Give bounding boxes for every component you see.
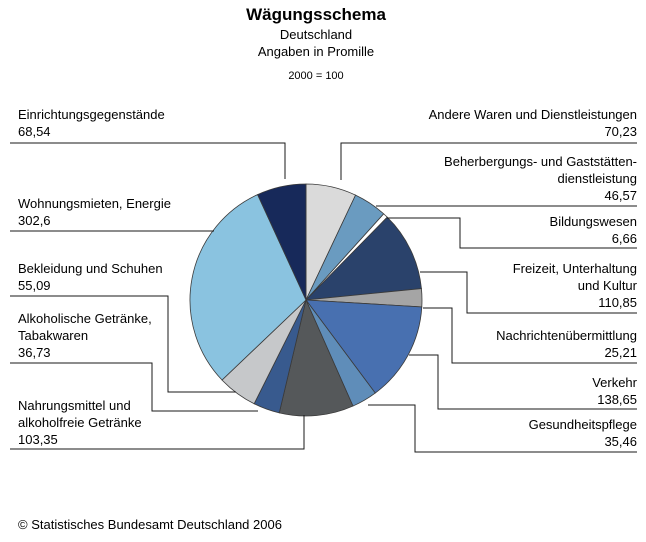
- slice-value: 110,85: [598, 295, 637, 310]
- leader-line-einrichtungsgegenstaende: [10, 142, 286, 179]
- slice-label-verkehr: Verkehr 138,65: [337, 374, 637, 408]
- slice-label-text: Nahrungsmittel und alkoholfreie Getränke: [18, 398, 142, 430]
- leader-line-bekleidung-schuhe: [10, 295, 236, 393]
- slice-label-bildungswesen: Bildungswesen 6,66: [337, 213, 637, 247]
- slice-value: 25,21: [604, 345, 637, 360]
- slice-label-nachrichtenuebermittlung: Nachrichtenübermittlung 25,21: [337, 327, 637, 361]
- slice-value: 36,73: [18, 345, 51, 360]
- slice-value: 46,57: [604, 188, 637, 203]
- slice-label-gesundheitspflege: Gesundheitspflege 35,46: [337, 416, 637, 450]
- slice-label-andere-waren: Andere Waren und Dienstleistungen 70,23: [337, 106, 637, 140]
- leader-line-alkohol-tabak: [10, 362, 258, 412]
- leader-line-andere-waren: [340, 142, 637, 180]
- slice-label-freizeit-kultur: Freizeit, Unterhaltung und Kultur 110,85: [337, 260, 637, 311]
- slice-label-text: Gesundheitspflege: [528, 417, 637, 432]
- slice-label-alkohol-tabak: Alkoholische Getränke, Tabakwaren 36,73: [18, 310, 238, 361]
- slice-label-text: Bildungswesen: [549, 214, 637, 229]
- leader-line-freizeit-kultur: [420, 271, 637, 314]
- slice-label-einrichtungsgegenstaende: Einrichtungsgegenstände 68,54: [18, 106, 238, 140]
- slice-label-text: Alkoholische Getränke, Tabakwaren: [18, 311, 152, 343]
- slice-label-beherbergung-gaststaetten: Beherbergungs- und Gaststätten- dienstle…: [337, 153, 637, 204]
- chart-title: Wägungsschema: [246, 5, 386, 24]
- slice-value: 68,54: [18, 124, 51, 139]
- leader-line-gesundheitspflege: [368, 404, 637, 453]
- slice-value: 70,23: [604, 124, 637, 139]
- pie-slice-freizeit-kultur: [304, 216, 422, 301]
- pie-slice-nahrungsmittel: [278, 298, 354, 417]
- leader-line-nachrichtenuebermittlung: [423, 307, 637, 364]
- slice-label-text: Verkehr: [592, 375, 637, 390]
- slice-value: 35,46: [604, 434, 637, 449]
- pie-slice-wohnung-energie: [189, 194, 307, 381]
- slice-value: 138,65: [597, 392, 637, 407]
- slice-label-nahrungsmittel: Nahrungsmittel und alkoholfreie Getränke…: [18, 397, 238, 448]
- slice-label-text: Beherbergungs- und Gaststätten- dienstle…: [444, 154, 637, 186]
- slice-value: 55,09: [18, 278, 51, 293]
- leader-line-bildungswesen: [387, 217, 637, 249]
- slice-label-text: Andere Waren und Dienstleistungen: [428, 107, 637, 122]
- leader-line-nahrungsmittel: [10, 415, 305, 450]
- slice-label-text: Einrichtungsgegenstände: [18, 107, 165, 122]
- pie-slice-verkehr: [305, 299, 423, 394]
- chart-subtitle-unit: Angaben in Promille: [257, 44, 375, 59]
- slice-label-text: Freizeit, Unterhaltung und Kultur: [512, 261, 637, 293]
- chart-subtitle-country: Deutschland: [279, 27, 353, 42]
- slice-label-bekleidung-schuhe: Bekleidung und Schuhen 55,09: [18, 260, 238, 294]
- leader-line-verkehr: [409, 354, 637, 410]
- chart-subtitle-base: 2000 = 100: [288, 70, 344, 82]
- slice-label-text: Nachrichtenübermittlung: [496, 328, 637, 343]
- slice-label-text: Wohnungsmieten, Energie: [18, 196, 171, 211]
- slice-label-text: Bekleidung und Schuhen: [18, 261, 163, 276]
- slice-value: 302,6: [18, 213, 51, 228]
- chart-header: Wägungsschema Deutschland Angaben in Pro…: [0, 4, 632, 84]
- slice-label-wohnung-energie: Wohnungsmieten, Energie 302,6: [18, 195, 238, 229]
- slice-value: 6,66: [611, 231, 637, 246]
- copyright-note: © Statistisches Bundesamt Deutschland 20…: [18, 517, 282, 532]
- slice-value: 103,35: [18, 432, 58, 447]
- pie-slice-einrichtungsgegenstaende: [257, 183, 307, 301]
